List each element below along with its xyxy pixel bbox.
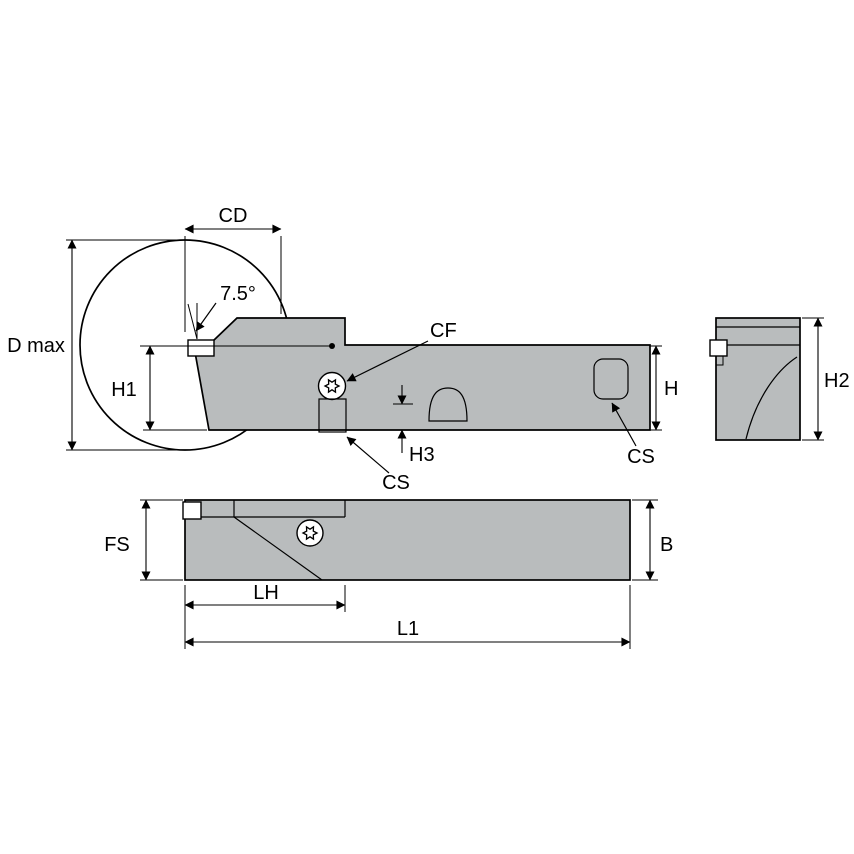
dim-lh: LH <box>184 582 346 649</box>
dim-h1: H1 <box>111 345 207 431</box>
dim-fs-label: FS <box>104 534 130 556</box>
dim-angle: 7.5° <box>187 283 256 340</box>
dim-dmax-label: D max <box>7 335 65 357</box>
centerline-dot <box>329 343 335 349</box>
dim-l1-label: L1 <box>397 618 419 640</box>
insert-end <box>709 339 728 357</box>
cs-rear-label: CS <box>627 446 655 468</box>
side-view <box>79 239 651 451</box>
end-view-curve <box>745 356 798 440</box>
dim-h-label: H <box>664 378 678 400</box>
dim-h3-label: H3 <box>409 444 435 466</box>
insert-top <box>182 501 202 520</box>
insert-side <box>187 339 215 357</box>
screw-bore-section <box>318 398 347 433</box>
callout-cf: CF <box>346 320 457 382</box>
dim-h1-label: H1 <box>111 379 137 401</box>
end-view-body <box>715 317 801 441</box>
side-view-body <box>191 317 651 431</box>
dim-dmax: D max <box>7 239 187 451</box>
dim-fs: FS <box>104 499 183 581</box>
dim-cd-label: CD <box>219 205 248 227</box>
angle-label: 7.5° <box>220 283 256 305</box>
dim-h3: H3 <box>393 385 435 466</box>
dim-h: H <box>650 345 678 431</box>
dim-h2-label: H2 <box>824 370 850 392</box>
top-view <box>182 499 631 581</box>
torx-icon <box>323 378 341 394</box>
cs-rear-leader <box>611 402 637 447</box>
cs-front-label: CS <box>382 472 410 494</box>
clamp-screw-side <box>317 371 347 401</box>
end-view-pocket <box>715 355 724 366</box>
end-view <box>709 317 801 441</box>
clamp-screw-top <box>296 519 324 547</box>
hatched-section-rear <box>593 358 629 400</box>
torx-icon-top <box>301 525 319 541</box>
cs-front-leader <box>346 436 390 474</box>
top-view-body <box>184 499 631 581</box>
hatched-section-middle <box>428 387 468 422</box>
top-view-chamfer <box>233 516 323 581</box>
dim-l1: L1 <box>184 585 631 649</box>
dim-b: B <box>632 499 673 581</box>
dim-b-label: B <box>660 534 673 556</box>
dim-cd: CD <box>184 205 282 332</box>
dim-lh-label: LH <box>253 582 279 604</box>
cf-leader <box>346 340 429 382</box>
callout-cs-rear: CS <box>611 402 655 468</box>
callout-cs-front: CS <box>346 436 410 494</box>
cf-label: CF <box>430 320 457 342</box>
angle-face-line <box>187 303 198 340</box>
angle-leader <box>195 302 217 332</box>
dim-h2: H2 <box>802 317 850 441</box>
